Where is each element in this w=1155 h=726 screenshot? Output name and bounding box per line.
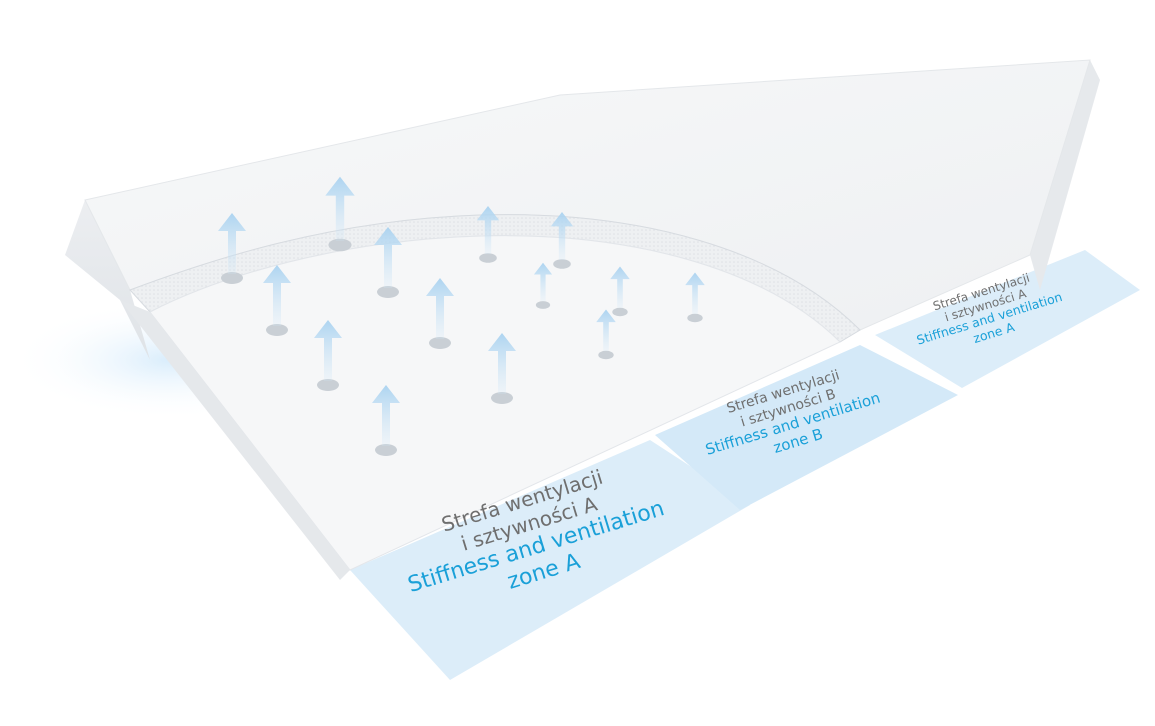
up-arrow-icon (263, 265, 291, 326)
mattress-side-left (65, 200, 150, 360)
zone-band-middle (655, 345, 958, 510)
airflow-arrows (218, 176, 705, 456)
ventilation-hole-icon (328, 238, 352, 252)
ventilation-hole-icon (317, 379, 339, 391)
ventilation-hole-icon (553, 259, 571, 269)
mattress-front-edge (120, 300, 350, 580)
up-arrow-icon (596, 309, 616, 351)
ventilation-hole-icon (377, 286, 399, 298)
mattress-side-right (1030, 60, 1100, 290)
ventilation-hole-icon (375, 444, 397, 456)
ventilation-hole-icon (535, 301, 551, 309)
up-arrow-icon (610, 266, 630, 308)
ventilation-hole-icon (221, 272, 243, 284)
up-arrow-icon (314, 320, 342, 381)
ventilation-hole-icon (491, 392, 513, 404)
up-arrow-icon (488, 333, 516, 394)
up-arrow-icon (218, 213, 246, 274)
ventilation-hole-icon (612, 307, 628, 317)
up-arrow-icon (374, 227, 402, 288)
up-arrow-icon (550, 212, 574, 260)
up-arrow-icon (533, 262, 553, 301)
up-arrow-icon (325, 176, 355, 241)
zone-band-front (350, 440, 750, 680)
up-arrow-icon (685, 272, 705, 314)
up-arrow-icon (476, 206, 500, 254)
ventilation-hole-icon (598, 350, 614, 360)
ventilation-hole-icon (429, 337, 451, 349)
ventilation-hole-icon (687, 313, 703, 323)
zone-band-back (875, 250, 1140, 388)
up-arrow-icon (372, 385, 400, 446)
up-arrow-icon (426, 278, 454, 339)
ventilation-hole-icon (266, 324, 288, 336)
ventilation-hole-icon (479, 253, 497, 263)
